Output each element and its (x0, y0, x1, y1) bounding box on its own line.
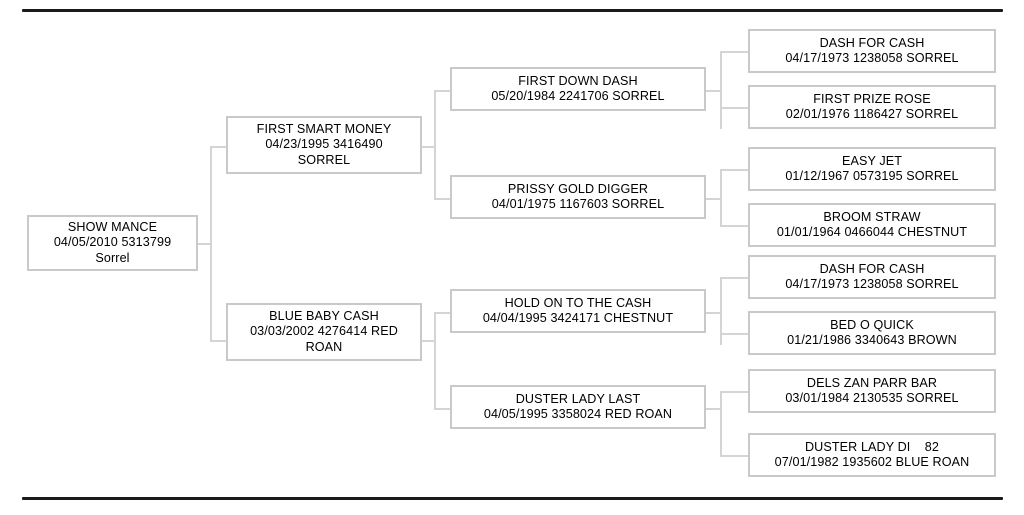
connector-root-stub (198, 243, 212, 245)
node-name: DUSTER LADY LAST (515, 391, 641, 406)
node-broom-straw[interactable]: BROOM STRAW 01/01/1964 0466044 CHESTNUT (748, 203, 996, 247)
node-details: 03/03/2002 4276414 RED (250, 324, 398, 339)
node-details: 04/05/1995 3358024 RED ROAN (483, 407, 673, 421)
node-name: DUSTER LADY DI 82 (804, 439, 940, 454)
connector-to-bed-o-quick (720, 333, 748, 335)
connector-fdd-bracket (720, 51, 722, 129)
node-details: 04/17/1973 1238058 SORREL (785, 277, 959, 291)
node-color: Sorrel (95, 250, 130, 265)
node-name: PRISSY GOLD DIGGER (507, 181, 649, 196)
node-bed-o-quick[interactable]: BED O QUICK 01/21/1986 3340643 BROWN (748, 311, 996, 355)
node-color: ROAN (305, 339, 343, 354)
node-name: BLUE BABY CASH (269, 308, 379, 323)
connector-pgd-bracket (720, 169, 722, 227)
connector-fdd-stub (706, 90, 722, 92)
node-name: FIRST PRIZE ROSE (813, 91, 931, 106)
node-name: DASH FOR CASH (819, 35, 925, 50)
node-prissy-gold-digger[interactable]: PRISSY GOLD DIGGER 04/01/1975 1167603 SO… (450, 175, 706, 219)
node-details: 02/01/1976 1186427 SORREL (785, 107, 959, 121)
bottom-divider-rule (22, 497, 1003, 500)
node-name: BED O QUICK (830, 317, 914, 332)
connector-pgd-stub (706, 198, 722, 200)
node-name: DELS ZAN PARR BAR (806, 375, 938, 390)
node-name: SHOW MANCE (67, 219, 158, 234)
connector-bbc-bracket (434, 312, 436, 410)
node-easy-jet[interactable]: EASY JET 01/12/1967 0573195 SORREL (748, 147, 996, 191)
node-first-smart-money[interactable]: FIRST SMART MONEY 04/23/1995 3416490 SOR… (226, 116, 422, 174)
connector-hottc-stub (706, 312, 722, 314)
connector-bbc-stub (422, 340, 436, 342)
connector-to-broom-straw (720, 225, 748, 227)
node-show-mance[interactable]: SHOW MANCE 04/05/2010 5313799 Sorrel (27, 215, 198, 271)
node-dash-for-cash-1[interactable]: DASH FOR CASH 04/17/1973 1238058 SORREL (748, 29, 996, 73)
connector-to-easy-jet (720, 169, 748, 171)
node-name: BROOM STRAW (823, 209, 921, 224)
connector-to-hold-on-to-the-cash (434, 312, 450, 314)
node-dels-zan-parr-bar[interactable]: DELS ZAN PARR BAR 03/01/1984 2130535 SOR… (748, 369, 996, 413)
node-color: SORREL (297, 152, 351, 167)
node-hold-on-to-the-cash[interactable]: HOLD ON TO THE CASH 04/04/1995 3424171 C… (450, 289, 706, 333)
node-name: FIRST DOWN DASH (518, 73, 638, 88)
node-details: 05/20/1984 2241706 SORREL (491, 89, 665, 103)
top-divider-rule (22, 9, 1003, 12)
node-details: 04/17/1973 1238058 SORREL (785, 51, 959, 65)
node-details: 01/01/1964 0466044 CHESTNUT (776, 225, 968, 239)
connector-to-first-down-dash (434, 90, 450, 92)
connector-to-prissy-gold-digger (434, 198, 450, 200)
node-dash-for-cash-2[interactable]: DASH FOR CASH 04/17/1973 1238058 SORREL (748, 255, 996, 299)
node-duster-lady-di[interactable]: DUSTER LADY DI 82 07/01/1982 1935602 BLU… (748, 433, 996, 477)
node-details: 04/23/1995 3416490 (265, 137, 383, 152)
node-blue-baby-cash[interactable]: BLUE BABY CASH 03/03/2002 4276414 RED RO… (226, 303, 422, 361)
connector-root-bracket (210, 146, 212, 342)
node-details: 04/04/1995 3424171 CHESTNUT (482, 311, 674, 325)
node-first-prize-rose[interactable]: FIRST PRIZE ROSE 02/01/1976 1186427 SORR… (748, 85, 996, 129)
node-name: EASY JET (841, 153, 903, 168)
node-details: 01/12/1967 0573195 SORREL (785, 169, 959, 183)
connector-to-dash-for-cash-2 (720, 277, 748, 279)
node-details: 07/01/1982 1935602 BLUE ROAN (774, 455, 970, 469)
connector-to-dels-zan-parr-bar (720, 391, 748, 393)
node-details: 01/21/1986 3340643 BROWN (787, 333, 957, 347)
node-first-down-dash[interactable]: FIRST DOWN DASH 05/20/1984 2241706 SORRE… (450, 67, 706, 111)
node-details: 04/01/1975 1167603 SORREL (491, 197, 665, 211)
connector-to-first-smart-money (210, 146, 226, 148)
node-name: HOLD ON TO THE CASH (504, 295, 652, 310)
node-name: FIRST SMART MONEY (256, 121, 392, 136)
connector-dll-stub (706, 408, 722, 410)
node-duster-lady-last[interactable]: DUSTER LADY LAST 04/05/1995 3358024 RED … (450, 385, 706, 429)
node-details: 04/05/2010 5313799 (53, 235, 172, 250)
connector-to-duster-lady-di (720, 455, 748, 457)
connector-dll-bracket (720, 391, 722, 457)
connector-to-dash-for-cash-1 (720, 51, 748, 53)
node-details: 03/01/1984 2130535 SORREL (785, 391, 959, 405)
connector-to-blue-baby-cash (210, 340, 226, 342)
connector-fsm-stub (422, 146, 436, 148)
connector-hottc-bracket (720, 277, 722, 345)
connector-to-first-prize-rose (720, 107, 748, 109)
node-name: DASH FOR CASH (819, 261, 925, 276)
connector-to-duster-lady-last (434, 408, 450, 410)
connector-fsm-bracket (434, 90, 436, 200)
